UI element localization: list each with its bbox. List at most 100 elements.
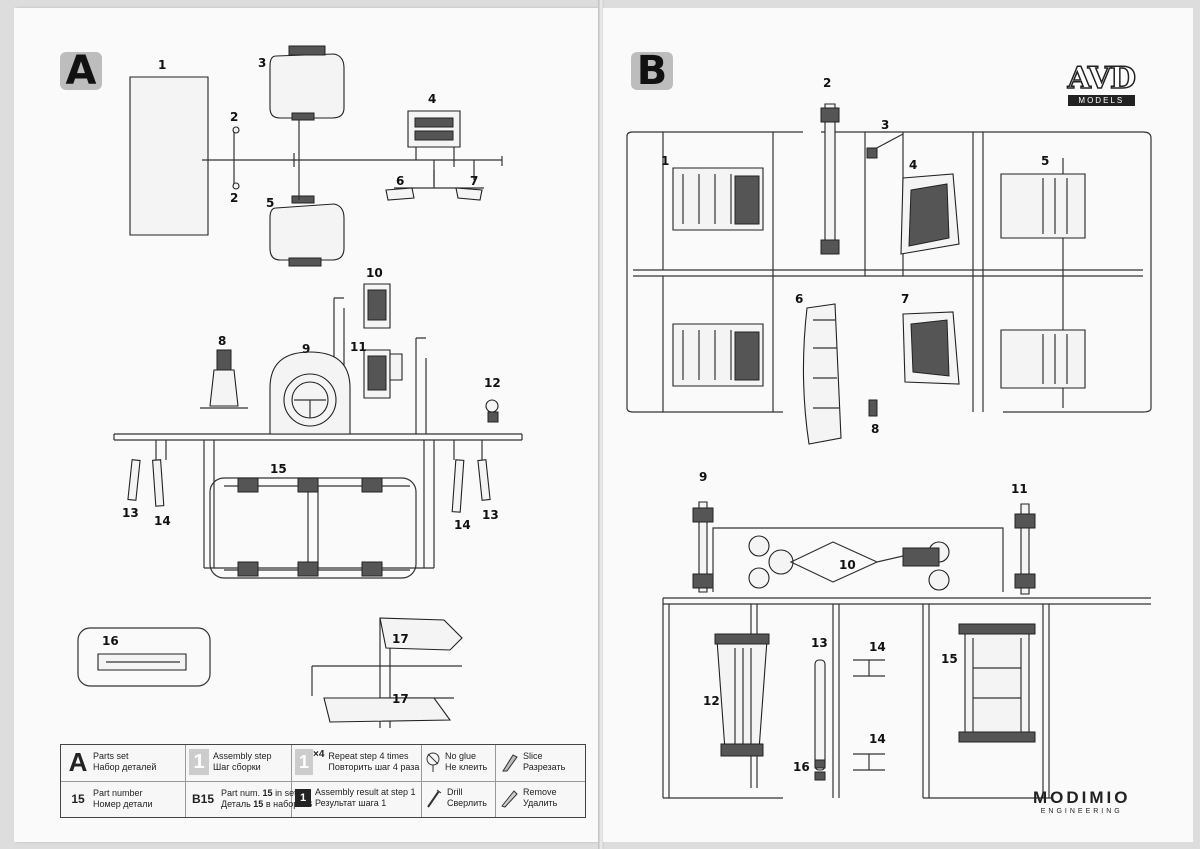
label-b14-bottom: 14 (869, 732, 886, 746)
part-b9 (699, 502, 707, 592)
label-a11: 11 (350, 340, 367, 354)
sheet-a-page: A (14, 8, 598, 842)
label-b4: 4 (909, 158, 918, 172)
result-en: Assembly result at step 1 (315, 787, 416, 797)
parts-set-symbol: A (68, 746, 88, 777)
label-b3: 3 (881, 118, 890, 132)
part-a17-top (380, 618, 462, 650)
part-a3 (270, 54, 344, 118)
label-b1: 1 (661, 154, 670, 168)
label-a8: 8 (218, 334, 227, 348)
part-a4 (408, 111, 460, 147)
avd-models-logo: AVD MODELS (1067, 61, 1137, 106)
modimio-logo: MODIMIO ENGINEERING (1033, 788, 1131, 815)
result-ru: Результат шага 1 (315, 798, 387, 808)
label-b9: 9 (699, 470, 708, 484)
part-a12 (486, 400, 498, 412)
part-a17-bottom (324, 698, 450, 722)
part-b15 (965, 628, 1029, 738)
sheet-a-parts-diagram (14, 8, 598, 842)
label-a10: 10 (366, 266, 383, 280)
sheet-b-page: B AVD MODELS (603, 8, 1193, 842)
part-in-set-ru-prefix: Деталь (221, 799, 251, 809)
result-symbol: 1 (295, 789, 311, 807)
repeat-step-en: Repeat step 4 times (328, 751, 409, 761)
label-a2-bottom: 2 (230, 191, 239, 205)
label-a1: 1 (158, 58, 167, 72)
label-a5: 5 (266, 196, 275, 210)
part-in-set-symbol: B15 (191, 792, 214, 806)
remove-knife-icon (501, 790, 518, 808)
label-a17-top: 17 (392, 632, 409, 646)
part-in-set-en-mid: in set (275, 788, 297, 798)
label-a15: 15 (270, 462, 287, 476)
no-glue-icon (426, 752, 440, 772)
part-b2 (825, 104, 835, 254)
label-a3: 3 (258, 56, 267, 70)
label-b14-top: 14 (869, 640, 886, 654)
remove-ru: Удалить (523, 798, 558, 808)
repeat-step-symbol: 1 (295, 749, 313, 775)
part-b6 (803, 304, 841, 444)
modimio-name: MODIMIO (1033, 788, 1131, 807)
assembly-step-en: Assembly step (213, 751, 272, 761)
label-a9: 9 (302, 342, 311, 356)
label-a14-right: 14 (454, 518, 471, 532)
legend-part-in-set: B15 Part num. 15 in set B Деталь 15 в на… (189, 787, 312, 811)
label-b7: 7 (901, 292, 910, 306)
label-b2: 2 (823, 76, 832, 90)
slice-knife-icon (502, 754, 518, 772)
part-in-set-en-prefix: Part num. (221, 788, 261, 798)
sheet-a-letter: A (60, 51, 102, 91)
label-b5: 5 (1041, 154, 1050, 168)
label-a7: 7 (470, 174, 479, 188)
label-a17-bottom: 17 (392, 692, 409, 706)
label-a4: 4 (428, 92, 437, 106)
drill-icon (427, 789, 442, 808)
part-number-symbol: 15 (71, 792, 85, 806)
label-b13: 13 (811, 636, 828, 650)
label-a14-left: 14 (154, 514, 171, 528)
part-number-ru: Номер детали (93, 799, 153, 809)
label-a13-left: 13 (122, 506, 139, 520)
label-b16: 16 (793, 760, 810, 774)
avd-logo-text: AVD (1067, 61, 1137, 96)
part-in-set-ru-mid: в наборе (265, 799, 304, 809)
label-a16: 16 (102, 634, 119, 648)
part-b10 (769, 550, 793, 574)
label-b11: 11 (1011, 482, 1028, 496)
repeat-step-number: 1 (298, 751, 309, 772)
part-b13 (815, 660, 825, 770)
part-b12 (717, 640, 767, 750)
modimio-tagline: ENGINEERING (1040, 808, 1123, 815)
label-b6: 6 (795, 292, 804, 306)
label-b15: 15 (941, 652, 958, 666)
no-glue-en: No glue (445, 751, 477, 761)
label-a12: 12 (484, 376, 501, 390)
drill-ru: Сверлить (447, 798, 487, 808)
part-in-set-en-num: 15 (262, 788, 273, 798)
assembly-step-ru: Шаг сборки (213, 762, 261, 772)
repeat-step-ru: Повторить шаг 4 раза (328, 762, 420, 772)
remove-en: Remove (523, 787, 557, 797)
label-b8: 8 (871, 422, 880, 436)
no-glue-ru: Не клеить (445, 762, 488, 772)
repeat-multiplier: ×4 (313, 749, 325, 760)
label-a6: 6 (396, 174, 405, 188)
label-b10: 10 (839, 558, 856, 572)
part-a1 (130, 77, 208, 235)
part-number-en: Part number (93, 788, 143, 798)
part-a8 (210, 370, 238, 406)
assembly-step-symbol: 1 (189, 749, 209, 775)
sheet-b-letter: B (631, 51, 673, 91)
avd-logo-subtext: MODELS (1067, 95, 1135, 106)
